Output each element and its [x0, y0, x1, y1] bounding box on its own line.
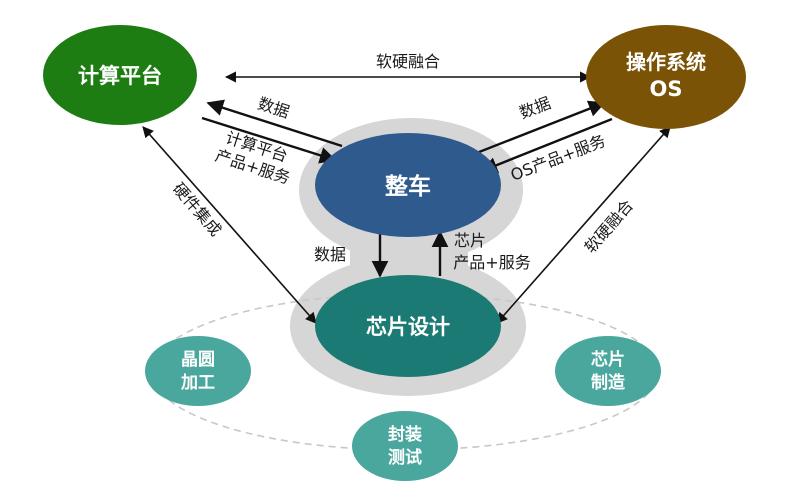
node-chip-manufacturing: 芯片 制造 [555, 336, 661, 406]
node-os: 操作系统 OS [586, 25, 746, 129]
node-vehicle: 整车 [315, 133, 501, 237]
node-compute-platform-shape [43, 25, 197, 125]
node-os-label-line1: 操作系统 [626, 50, 706, 74]
label-vehicle-to-compute: 数据 [256, 94, 292, 122]
node-compute-platform: 计算平台 [43, 25, 197, 125]
label-chip-to-vehicle-line1: 芯片 [454, 231, 486, 250]
node-packaging-testing-shape [352, 411, 458, 481]
node-vehicle-shape [315, 133, 501, 237]
node-packaging-testing-line2: 测试 [388, 447, 422, 468]
node-os-shape [586, 25, 746, 129]
node-packaging-testing: 封装 测试 [352, 411, 458, 481]
label-compute-os: 软硬融合 [376, 52, 440, 71]
label-chip-to-vehicle-line2: 产品+服务 [453, 253, 530, 272]
node-os-label-line2: OS [650, 77, 683, 101]
label-vehicle-to-chip: 数据 [314, 245, 346, 264]
edge-vehicle-to-compute [206, 99, 343, 148]
node-chip-manufacturing-line2: 制造 [591, 372, 626, 393]
label-os-chip: 软硬融合 [581, 196, 637, 257]
node-vehicle-label: 整车 [385, 173, 431, 200]
node-wafer-processing: 晶圆 加工 [145, 336, 251, 406]
node-chip-design-shape [315, 275, 501, 377]
node-wafer-processing-shape [145, 336, 251, 406]
node-chip-manufacturing-line1: 芯片 [591, 349, 625, 370]
node-chip-design-label: 芯片设计 [366, 315, 450, 339]
node-packaging-testing-line1: 封装 [388, 424, 422, 445]
node-chip-manufacturing-shape [555, 336, 661, 406]
edge-compute-chip [142, 126, 317, 324]
node-wafer-processing-line2: 加工 [180, 373, 215, 393]
node-wafer-processing-line1: 晶圆 [181, 350, 215, 370]
edge-os-chip [496, 126, 671, 324]
label-vehicle-to-os: 数据 [517, 93, 554, 122]
label-os-to-vehicle: OS产品+服务 [508, 131, 608, 185]
node-chip-design: 芯片设计 [315, 275, 501, 377]
node-compute-platform-label: 计算平台 [78, 64, 162, 88]
